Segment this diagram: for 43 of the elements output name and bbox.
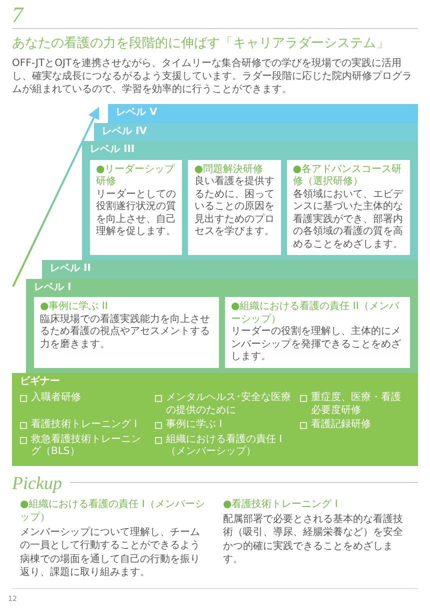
course-title: ●各アドバンスコース研修（選択研修） bbox=[292, 164, 403, 188]
course-item: 救急看護技術トレーニング（BLS） bbox=[31, 434, 142, 459]
course-card bbox=[34, 297, 219, 368]
title: あなたの看護の力を段階的に伸ばす「キャリアラダーシステム」 bbox=[12, 35, 390, 53]
course-description: 臨床現場での看護実践能力を向上させるため看護の視点やアセスメントする力を磨きます。 bbox=[40, 314, 211, 352]
course-card bbox=[90, 160, 182, 256]
section-heading: Pickup bbox=[12, 474, 62, 492]
level-band bbox=[42, 260, 418, 279]
course-item: 入職者研修 bbox=[31, 392, 81, 405]
course-description: リーダーとしての役割遂行状況の質を向上させ、自己理解を促します。 bbox=[96, 188, 176, 239]
course-card bbox=[225, 297, 410, 368]
level-band bbox=[12, 372, 418, 466]
pickup-description: 配属部署で必要とされる基本的な看護技術（吸引、導尿、経腸栄養など）を安全かつ的確に実践できることをめざします。 bbox=[223, 512, 404, 567]
level-label: レベル III bbox=[90, 144, 135, 156]
course-item: 重症度、医療・看護必要度研修 bbox=[311, 392, 402, 418]
level-band bbox=[94, 122, 418, 142]
course-item: 看護技術トレーニング I bbox=[31, 419, 138, 432]
course-title: ●問題解決研修 bbox=[194, 164, 264, 176]
course-description: 良い看護を提供するために、困っていることの原因を見出すためのプロセスを学びます。 bbox=[194, 176, 275, 239]
level-label: レベル IV bbox=[102, 126, 147, 137]
pickup-title: ●組織における看護の責任 I（メンバーシップ） bbox=[20, 498, 206, 524]
pickup-description: メンバーシップについて理解し、チームの一員として行動することができるよう病棟での場面を通して自己の行動を振り返り、課題に取り組みます。 bbox=[20, 526, 201, 580]
level-label: ビギナー bbox=[20, 376, 60, 387]
course-item: メンタルヘルス･安全な医療の提供のために bbox=[166, 392, 292, 418]
course-item: 看護記録研修 bbox=[311, 419, 372, 432]
pickup-title: ●看護技術トレーニング I bbox=[223, 498, 339, 511]
course-item: 組織における看護の責任 I（メンバーシップ） bbox=[166, 434, 284, 459]
course-card bbox=[188, 160, 281, 256]
course-item: 事例に学ぶ I bbox=[166, 419, 222, 432]
level-label: レベル II bbox=[50, 263, 91, 274]
level-label: レベル V bbox=[116, 107, 158, 118]
course-title: ●リーダーシップ研修 bbox=[96, 164, 176, 189]
level-band bbox=[82, 141, 418, 260]
course-title: ●事例に学ぶ II bbox=[40, 301, 109, 314]
level-band bbox=[108, 104, 418, 123]
course-title: ●組織における看護の責任 II（メンバーシップ） bbox=[231, 301, 400, 326]
level-label: レベル I bbox=[34, 282, 72, 293]
level-band bbox=[26, 278, 418, 373]
course-description: リーダーの役割を理解し、主体的にメンバーシップを発揮できることをめざします。 bbox=[231, 326, 402, 364]
course-description: 各領域において、エビデンスに基づいた主体的な看護実践ができ、部署内の各領域の看護の質を高めることをめざします。 bbox=[292, 188, 404, 252]
page-number-heading: 7 bbox=[12, 4, 23, 26]
intro-paragraph: OFF-JTとOJTを連携させながら、タイムリーな集合研修での学びを現場での実践に活用し、確実な成長につなるがるよう支援しています。ラダー段階に応じた院内研修プログラムが組まれているので、学習を効率的に行うことができます。 bbox=[12, 57, 413, 96]
course-card bbox=[286, 160, 410, 256]
